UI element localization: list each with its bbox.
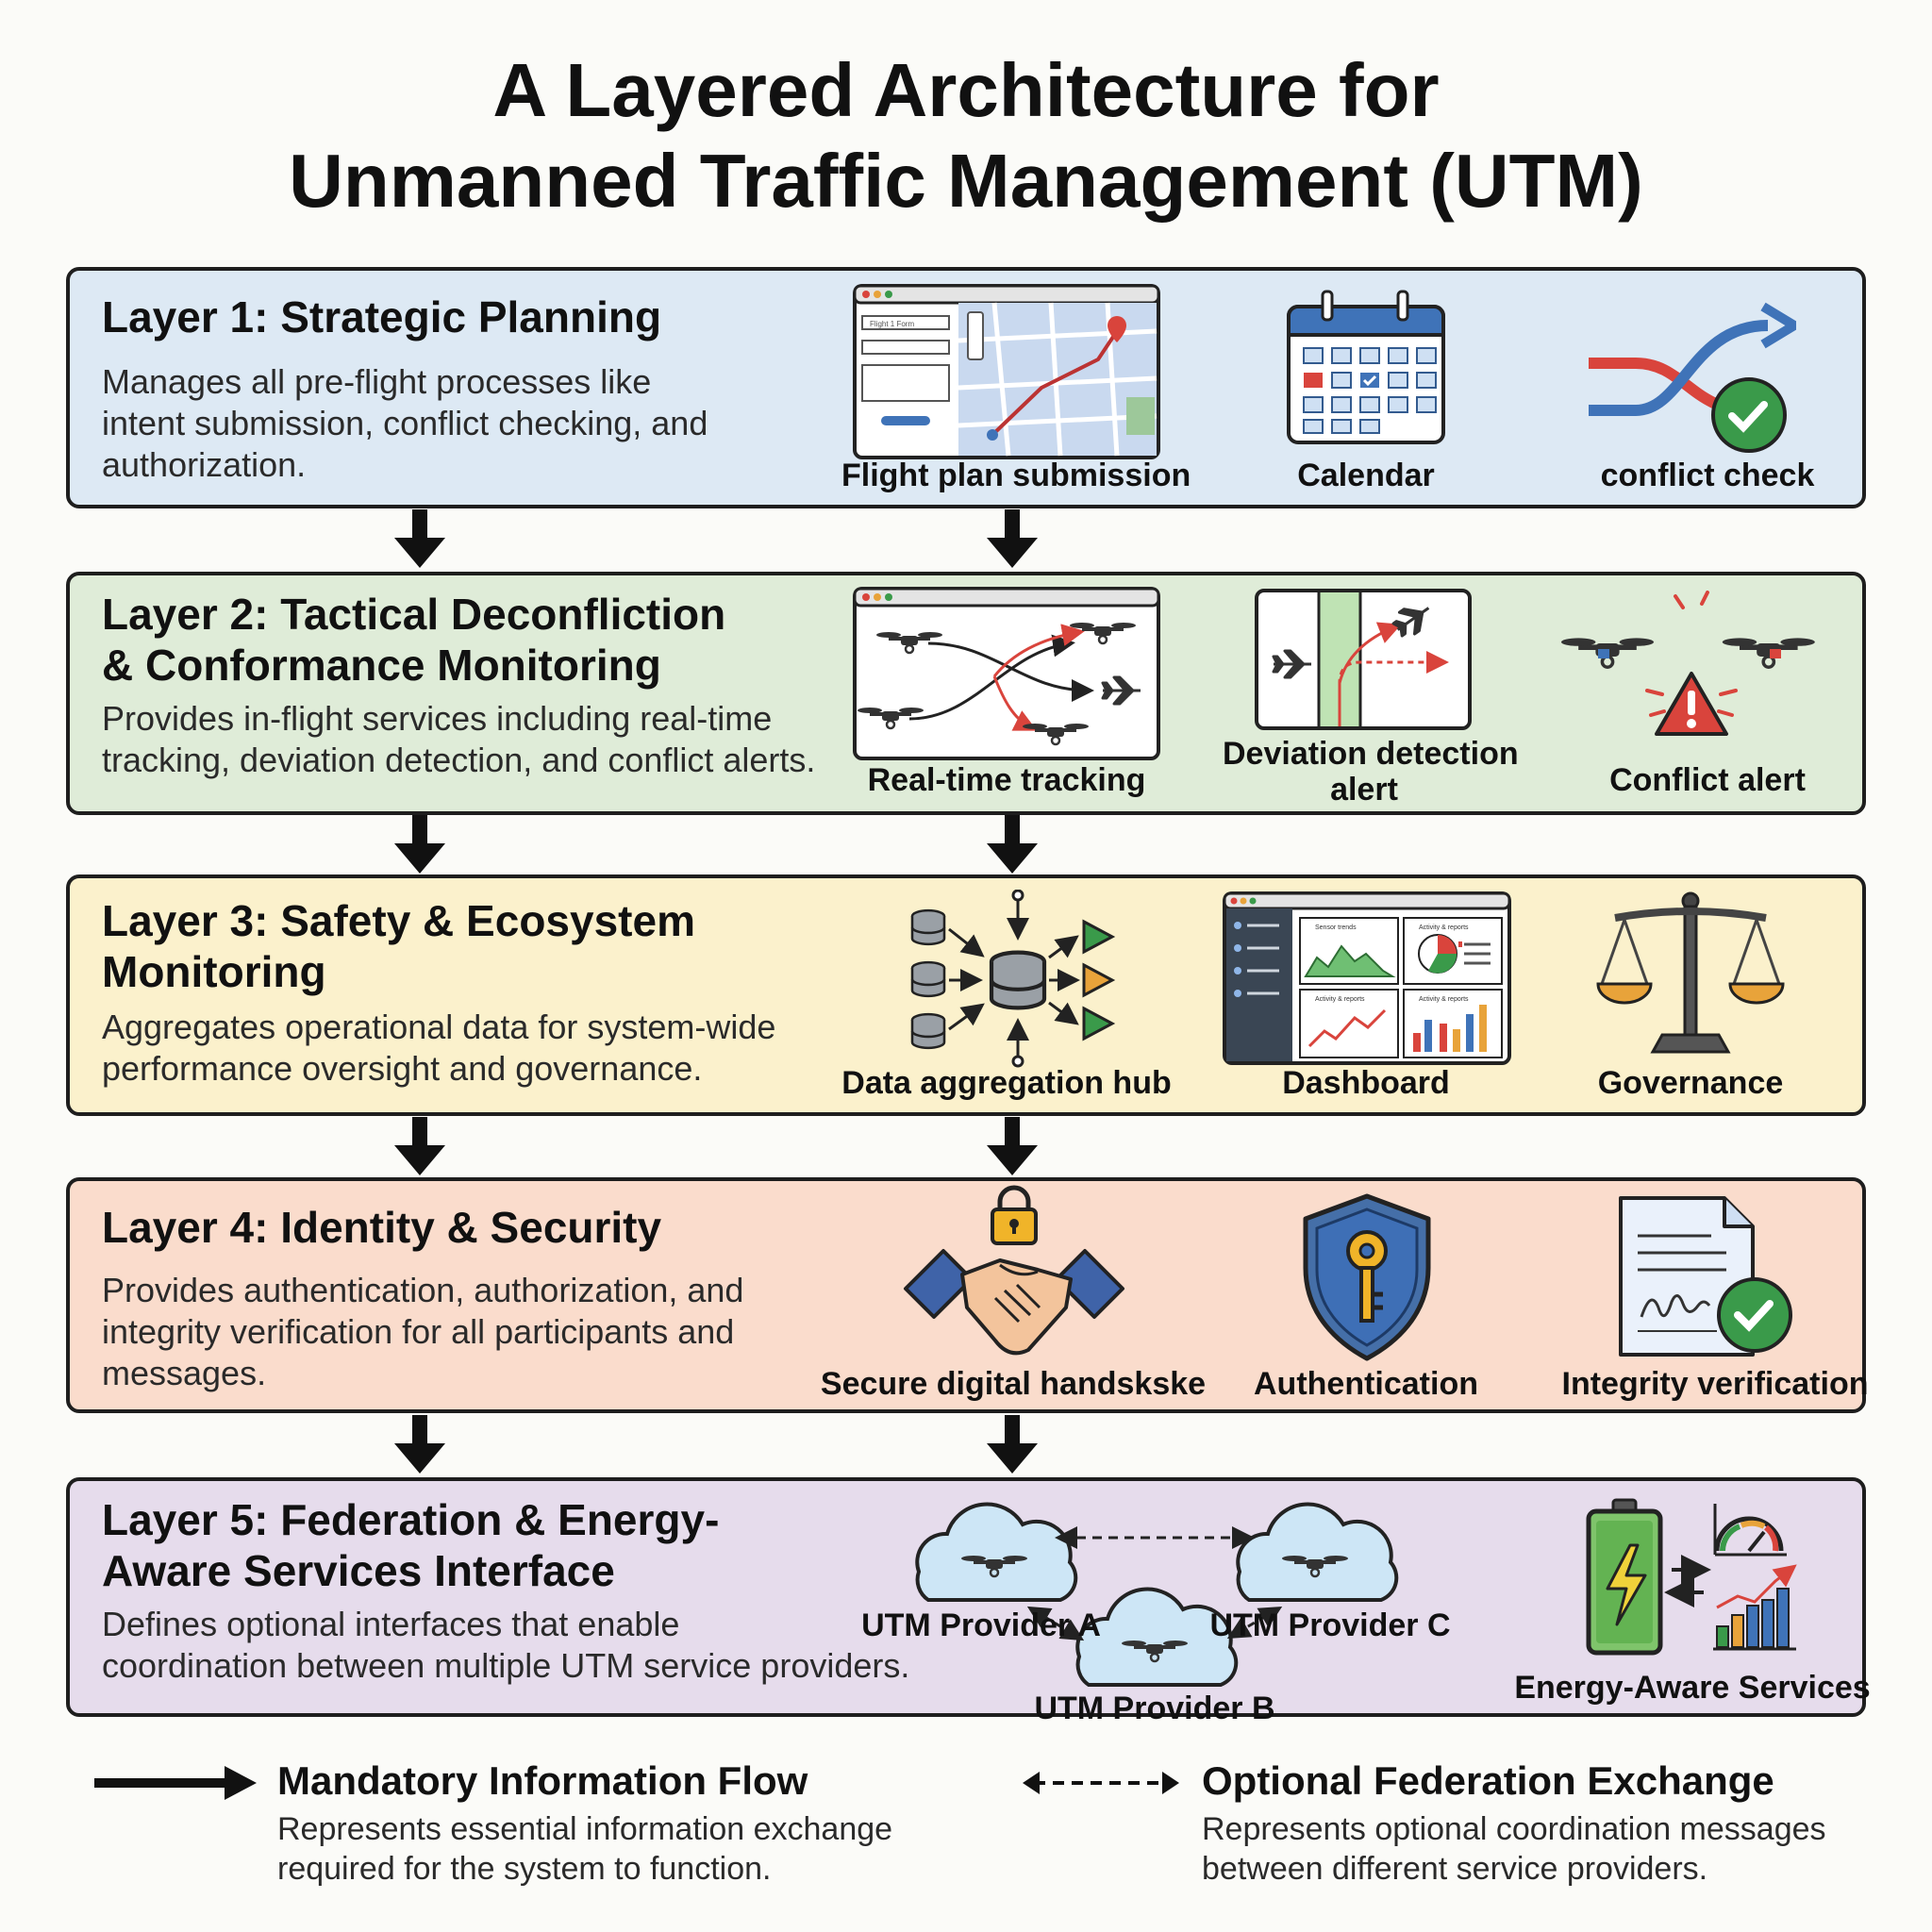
calendar-icon — [1285, 290, 1447, 453]
secure-handshake-label: Secure digital handskske — [820, 1366, 1207, 1402]
mandatory-flow-arrow — [394, 509, 445, 568]
layer-4-description: Provides authentication, authorization, … — [102, 1271, 744, 1392]
legend-mandatory-description: Represents essential information exchang… — [277, 1811, 893, 1887]
layer-4-title: Layer 4: Identity & Security — [102, 1203, 662, 1252]
flight-plan-icon: Flight 1 Form — [853, 284, 1160, 464]
diagram-title: A Layered Architecture for Unmanned Traf… — [0, 45, 1932, 226]
handshake-lock-icon — [896, 1185, 1132, 1369]
utm-provider-a-label: UTM Provider A — [861, 1607, 1101, 1643]
governance-label: Governance — [1597, 1065, 1784, 1101]
conflict-check-label: conflict check — [1600, 458, 1815, 493]
layer-2-title: Layer 2: Tactical Deconfliction & Confor… — [102, 590, 726, 690]
layer-5-title: Layer 5: Federation & Energy- Aware Serv… — [102, 1495, 720, 1595]
integrity-verification-label: Integrity verification — [1561, 1366, 1869, 1402]
layer-5-federation-energy: Layer 5: Federation & Energy- Aware Serv… — [66, 1477, 1871, 1726]
svg-text:Activity & reports: Activity & reports — [1315, 996, 1365, 1003]
svg-text:Flight 1 Form: Flight 1 Form — [870, 320, 914, 328]
legend-dashed-arrow-icon — [1023, 1772, 1179, 1794]
legend-optional-description: Represents optional coordination message… — [1202, 1811, 1826, 1887]
layer-2-tactical-deconfliction: Layer 2: Tactical Deconfliction & Confor… — [66, 572, 1866, 815]
mandatory-flow-arrow — [394, 1117, 445, 1175]
energy-aware-icon — [1579, 1498, 1806, 1663]
svg-text:Activity & reports: Activity & reports — [1419, 996, 1469, 1003]
utm-provider-c-label: UTM Provider C — [1209, 1607, 1451, 1643]
title-line-2: Unmanned Traffic Management (UTM) — [289, 139, 1643, 223]
utm-provider-b-label: UTM Provider B — [1034, 1690, 1275, 1726]
deviation-detection-label: Deviation detection alert — [1223, 736, 1519, 808]
title-line-1: A Layered Architecture for — [492, 48, 1440, 132]
svg-text:Sensor trends: Sensor trends — [1315, 924, 1357, 931]
layer-4-identity-security: Layer 4: Identity & Security Provides au… — [66, 1177, 1868, 1413]
data-aggregation-hub-label: Data aggregation hub — [841, 1065, 1172, 1101]
layer-3-description: Aggregates operational data for system-w… — [102, 1008, 776, 1088]
shield-key-icon — [1296, 1192, 1438, 1367]
mandatory-flow-arrow — [987, 1117, 1038, 1175]
legend-mandatory-title: Mandatory Information Flow — [277, 1758, 808, 1803]
energy-aware-label: Energy-Aware Services — [1514, 1670, 1871, 1706]
svg-text:Activity & reports: Activity & reports — [1419, 924, 1469, 931]
legend-solid-arrow-icon — [94, 1766, 257, 1800]
governance-scales-icon — [1596, 890, 1785, 1064]
signed-document-icon — [1613, 1194, 1802, 1367]
layer-3-title: Layer 3: Safety & Ecosystem Monitoring — [102, 896, 695, 996]
conflict-alert-label: Conflict alert — [1609, 762, 1806, 798]
real-time-tracking-label: Real-time tracking — [867, 762, 1146, 798]
mandatory-flow-arrow — [394, 815, 445, 874]
layer-1-title: Layer 1: Strategic Planning — [102, 292, 662, 341]
conflict-alert-icon — [1541, 591, 1834, 756]
data-aggregation-hub-icon — [891, 889, 1145, 1074]
dashboard-label: Dashboard — [1282, 1065, 1450, 1101]
conflict-check-icon — [1579, 288, 1799, 462]
authentication-label: Authentication — [1254, 1366, 1478, 1402]
legend-optional-title: Optional Federation Exchange — [1202, 1758, 1774, 1803]
deviation-detection-icon — [1255, 589, 1472, 735]
real-time-tracking-icon — [853, 587, 1160, 765]
mandatory-flow-arrow — [987, 509, 1038, 568]
calendar-label: Calendar — [1297, 458, 1435, 493]
layer-2-description: Provides in-flight services including re… — [102, 699, 816, 779]
layer-5-description: Defines optional interfaces that enable … — [102, 1605, 910, 1685]
layer-3-safety-ecosystem: Layer 3: Safety & Ecosystem Monitoring A… — [66, 874, 1866, 1116]
federation-clouds-icon — [891, 1487, 1419, 1708]
layer-1-strategic-planning: Layer 1: Strategic Planning Manages all … — [66, 267, 1866, 508]
mandatory-flow-arrow — [987, 815, 1038, 874]
layer-1-description: Manages all pre-flight processes like in… — [102, 362, 708, 484]
mandatory-flow-arrow — [987, 1415, 1038, 1474]
mandatory-flow-arrow — [394, 1415, 445, 1474]
dashboard-icon: Sensor trends Activity & reports Activit… — [1223, 891, 1511, 1070]
flight-plan-label: Flight plan submission — [841, 458, 1191, 493]
